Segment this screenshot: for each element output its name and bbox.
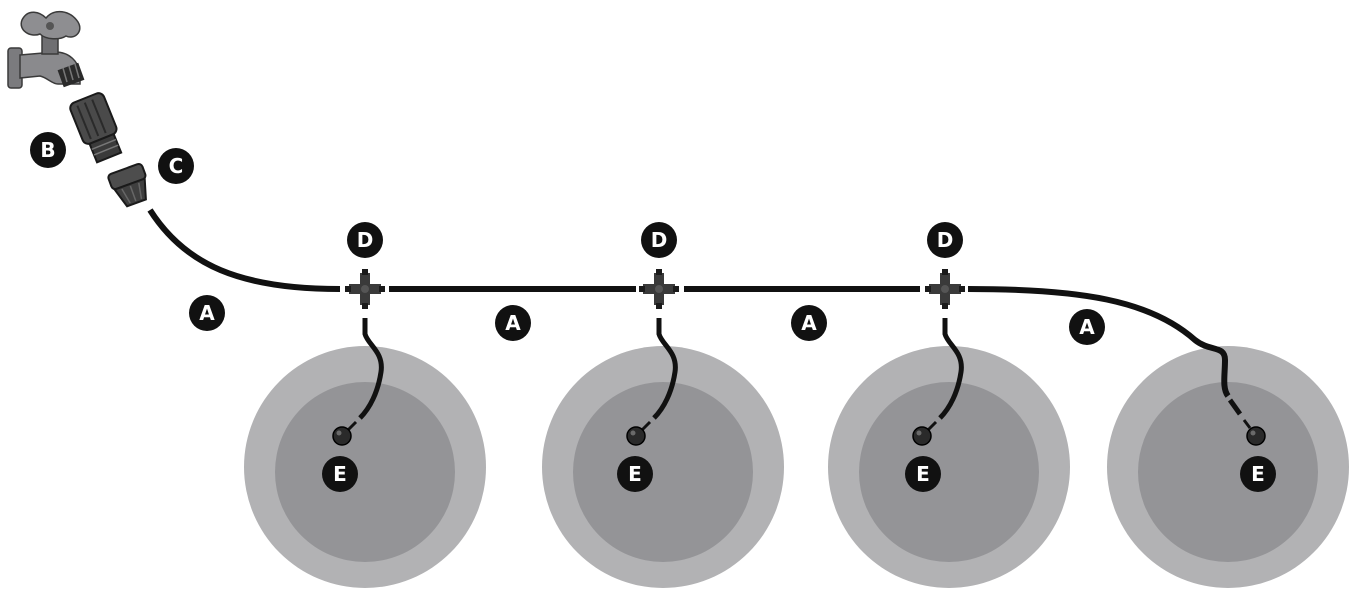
emitter-1 <box>332 420 358 446</box>
pot-4 <box>1107 346 1349 588</box>
cross-tee-icon <box>639 269 679 309</box>
label-e-4: E <box>1240 456 1276 492</box>
svg-text:A: A <box>801 311 817 335</box>
svg-text:A: A <box>199 301 215 325</box>
branch-line-3 <box>938 318 964 420</box>
label-b: B <box>30 132 66 168</box>
label-a-3: A <box>791 305 827 341</box>
label-e-3: E <box>905 456 941 492</box>
pot-2 <box>542 346 784 588</box>
branch-line-2 <box>652 318 678 420</box>
branch-line-1 <box>358 318 384 420</box>
branch-line-4 <box>1227 398 1243 416</box>
svg-text:B: B <box>40 138 55 162</box>
label-e-1: E <box>322 456 358 492</box>
faucet-icon <box>7 10 85 89</box>
emitter-4 <box>1242 419 1266 446</box>
hose-adapter-icon <box>69 92 123 164</box>
cross-tee-icon <box>345 269 385 309</box>
cross-tee-icon <box>925 269 965 309</box>
label-c: C <box>158 148 194 184</box>
label-a-1: A <box>189 295 225 331</box>
svg-text:C: C <box>169 154 184 178</box>
branch-tubing <box>358 318 1243 420</box>
svg-text:E: E <box>1251 462 1265 486</box>
label-e-2: E <box>617 456 653 492</box>
label-d-2: D <box>641 222 677 258</box>
tubing-segment-4 <box>967 286 1231 398</box>
svg-text:D: D <box>357 228 374 252</box>
label-d-1: D <box>347 222 383 258</box>
label-a-4: A <box>1069 309 1105 345</box>
svg-text:D: D <box>651 228 668 252</box>
emitter-3 <box>912 420 938 446</box>
svg-text:E: E <box>333 462 347 486</box>
svg-text:D: D <box>937 228 954 252</box>
tubing-segment-1 <box>147 208 341 292</box>
pot-3 <box>828 346 1070 588</box>
svg-text:E: E <box>628 462 642 486</box>
svg-text:E: E <box>916 462 930 486</box>
pressure-regulator-icon <box>107 162 147 208</box>
pot-1 <box>244 346 486 588</box>
svg-text:A: A <box>1079 315 1095 339</box>
label-a-2: A <box>495 305 531 341</box>
label-d-3: D <box>927 222 963 258</box>
svg-text:A: A <box>505 311 521 335</box>
emitter-2 <box>626 420 652 446</box>
main-tubing <box>147 208 1231 398</box>
